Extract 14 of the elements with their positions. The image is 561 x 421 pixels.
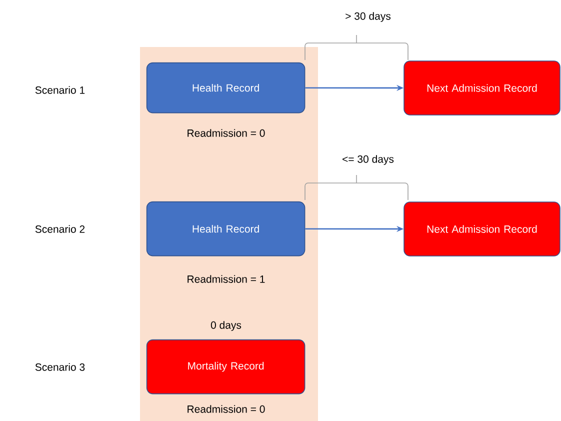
caption-text: Readmission = 1 <box>188 275 265 283</box>
scenario-label: Scenario 3 <box>35 363 85 371</box>
record-box: Health Record <box>146 62 306 114</box>
scenario-label: Scenario 1 <box>35 86 85 94</box>
range-label: <= 30 days <box>342 155 394 165</box>
scenario-label: Scenario 2 <box>35 225 85 233</box>
range-label: > 30 days <box>346 12 391 22</box>
record-box: Health Record <box>146 201 306 256</box>
caption-text: 0 days <box>210 321 242 331</box>
record-box: Next Admission Record <box>404 202 560 256</box>
caption-text: Readmission = 0 <box>188 405 265 413</box>
caption-text: Readmission = 0 <box>188 129 265 137</box>
record-box: Next Admission Record <box>404 60 560 116</box>
record-box: Mortality Record <box>146 339 306 394</box>
